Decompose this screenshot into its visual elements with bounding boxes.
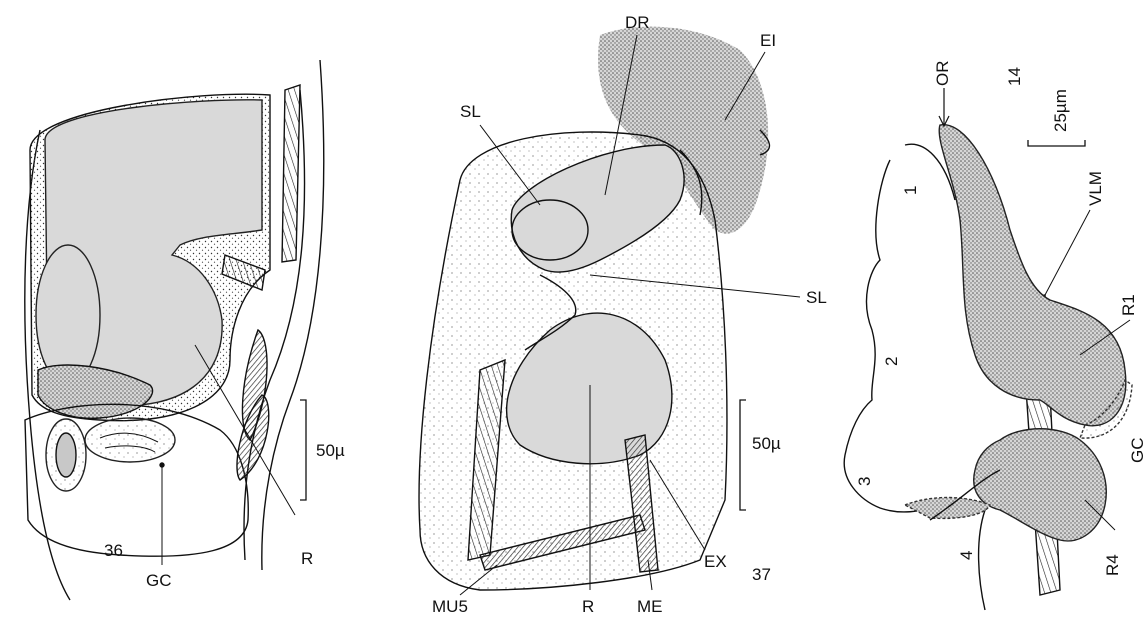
fig37-label-sl-mid: SL (806, 289, 827, 306)
fig36-scale-bar (300, 400, 306, 500)
fig36-label-r: R (301, 550, 313, 567)
fig37-label-ei: EI (760, 32, 776, 49)
fig37-number: 37 (752, 566, 771, 583)
fig37-label-r: R (582, 598, 594, 615)
fig14-sac-r1 (939, 125, 1126, 426)
fig37-label-dr: DR (625, 14, 650, 31)
fig14-label-gc: GC (1129, 438, 1146, 464)
fig14-scale-label: 25µm (1052, 89, 1069, 132)
fig14-label-or: OR (934, 61, 951, 87)
fig37-scale-label: 50µ (752, 435, 781, 452)
fig37-label-mu5: MU5 (432, 598, 468, 615)
fig37-label-me: ME (637, 598, 663, 615)
fig14-lobe-2: 2 (883, 357, 900, 366)
figure-14-drawing (844, 88, 1132, 610)
fig14-scale-bar (1028, 140, 1085, 146)
fig37-scale-bar (740, 400, 746, 510)
fig14-label-r1: R1 (1120, 294, 1137, 316)
fig36-small-organ-2 (85, 418, 175, 462)
fig36-label-gc: GC (146, 572, 172, 589)
fig14-number: 14 (1006, 67, 1023, 86)
fig14-lobe-4: 4 (958, 551, 975, 560)
fig36-scale-label: 50µ (316, 442, 345, 459)
figure-36-drawing (25, 60, 324, 600)
fig36-number: 36 (104, 542, 123, 559)
fig14-lobe-3: 3 (856, 477, 873, 486)
fig14-vlm-leader (1045, 210, 1090, 295)
fig37-label-sl-top: SL (460, 103, 481, 120)
fig14-label-vlm: VLM (1087, 171, 1104, 206)
fig37-label-ex: EX (704, 553, 727, 570)
fig36-muscle-top (282, 85, 300, 262)
fig14-label-r4: R4 (1104, 554, 1121, 576)
fig14-sac-r4 (974, 429, 1107, 541)
fig36-oval-lobe (36, 245, 100, 385)
fig14-lobe-1: 1 (902, 186, 919, 195)
